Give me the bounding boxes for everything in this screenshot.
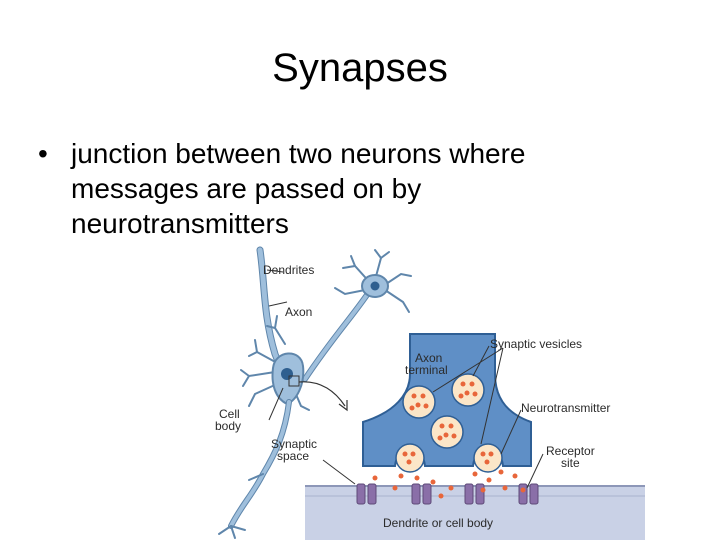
label-dendrites: Dendrites	[263, 263, 314, 277]
bullet-marker: •	[38, 136, 48, 171]
synapse-diagram: Dendrites Axon Cell body Synaptic space …	[205, 244, 645, 540]
slide-title: Synapses	[0, 44, 720, 92]
label-synaptic-vesicles: Synaptic vesicles	[490, 337, 582, 351]
label-neurotransmitter: Neurotransmitter	[521, 401, 610, 415]
label-dendrite-or-cell-body: Dendrite or cell body	[383, 516, 493, 530]
label-synaptic-space-2: space	[277, 449, 309, 463]
postsynaptic-membrane	[305, 486, 645, 540]
bullet-text: junction between two neurons where messa…	[71, 136, 631, 241]
synapse-illustration: Dendrites Axon Cell body Synaptic space …	[205, 244, 645, 540]
bullet-item: • junction between two neurons where mes…	[38, 136, 658, 241]
label-cell-body-2: body	[215, 419, 241, 433]
label-axon: Axon	[285, 305, 312, 319]
label-receptor-site-2: site	[561, 456, 580, 470]
label-axon-terminal-2: terminal	[405, 363, 448, 377]
